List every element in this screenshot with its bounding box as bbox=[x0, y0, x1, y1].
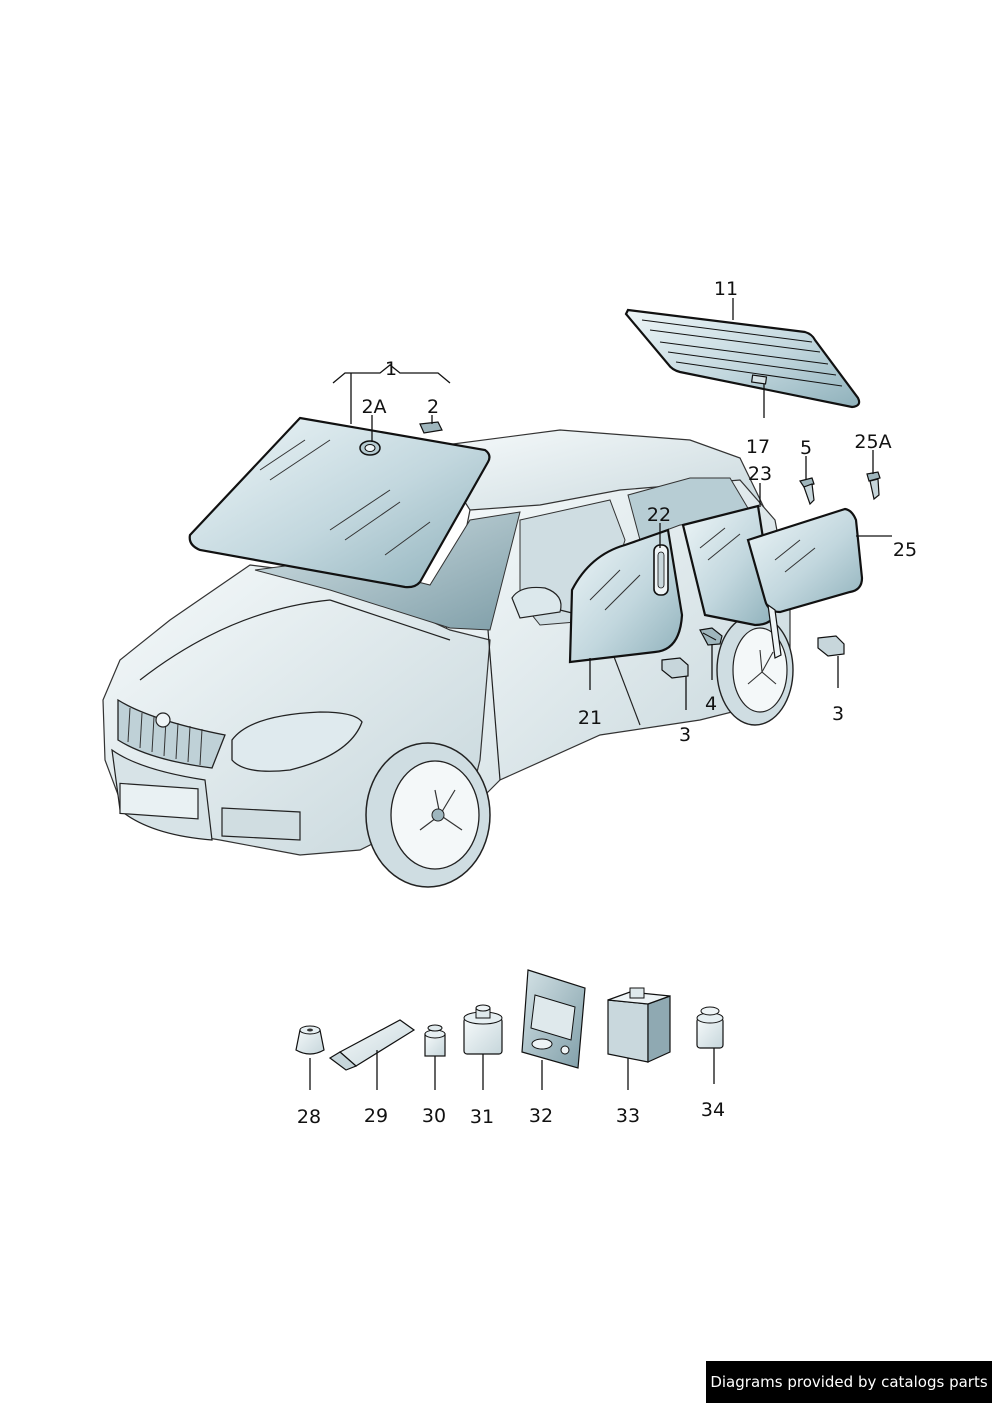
door-glass-channel bbox=[767, 603, 782, 659]
callout-17: 17 bbox=[746, 436, 770, 458]
clip-3a bbox=[661, 657, 689, 679]
part-31 bbox=[463, 1004, 503, 1055]
callout-34: 34 bbox=[701, 1099, 725, 1121]
callout-31: 31 bbox=[470, 1106, 494, 1128]
part-28 bbox=[295, 1025, 325, 1055]
mirror-base-plate bbox=[419, 421, 443, 434]
clip-3b bbox=[817, 635, 845, 657]
part-29-tube bbox=[328, 1019, 416, 1071]
callout-23: 23 bbox=[748, 463, 772, 485]
part-32-kit bbox=[521, 969, 586, 1069]
rain-sensor bbox=[359, 440, 381, 456]
callout-5: 5 bbox=[800, 437, 812, 459]
front-door-glass-seal bbox=[653, 544, 669, 596]
callout-25: 25 bbox=[893, 539, 917, 561]
screw-5 bbox=[799, 477, 815, 506]
part-33-box bbox=[607, 987, 671, 1063]
callout-25A: 25A bbox=[854, 431, 891, 453]
rear-window bbox=[624, 308, 861, 409]
callout-4: 4 bbox=[705, 693, 717, 715]
callout-32: 32 bbox=[529, 1105, 553, 1127]
callout-1: 1 bbox=[385, 358, 397, 380]
part-34 bbox=[696, 1006, 724, 1049]
callout-30: 30 bbox=[422, 1105, 446, 1127]
callout-3a: 3 bbox=[679, 724, 691, 746]
car-body bbox=[102, 429, 794, 888]
callout-33: 33 bbox=[616, 1105, 640, 1127]
windshield bbox=[188, 416, 491, 589]
part-30 bbox=[424, 1024, 446, 1057]
footer-credit: Diagrams provided by catalogs parts bbox=[706, 1361, 992, 1403]
callout-29: 29 bbox=[364, 1105, 388, 1127]
callout-2: 2 bbox=[427, 396, 439, 418]
callout-22: 22 bbox=[647, 504, 671, 526]
callout-21: 21 bbox=[578, 707, 602, 729]
bolt-4 bbox=[699, 627, 723, 646]
leader-lines bbox=[309, 298, 892, 1090]
callout-11: 11 bbox=[714, 278, 738, 300]
callout-labels: 1 2A 2 11 17 5 25A 23 22 25 21 3 4 3 28 … bbox=[297, 278, 917, 1128]
callout-3b: 3 bbox=[832, 703, 844, 725]
callout-2A: 2A bbox=[361, 396, 386, 418]
screw-25A bbox=[866, 471, 881, 501]
callout-28: 28 bbox=[297, 1106, 321, 1128]
